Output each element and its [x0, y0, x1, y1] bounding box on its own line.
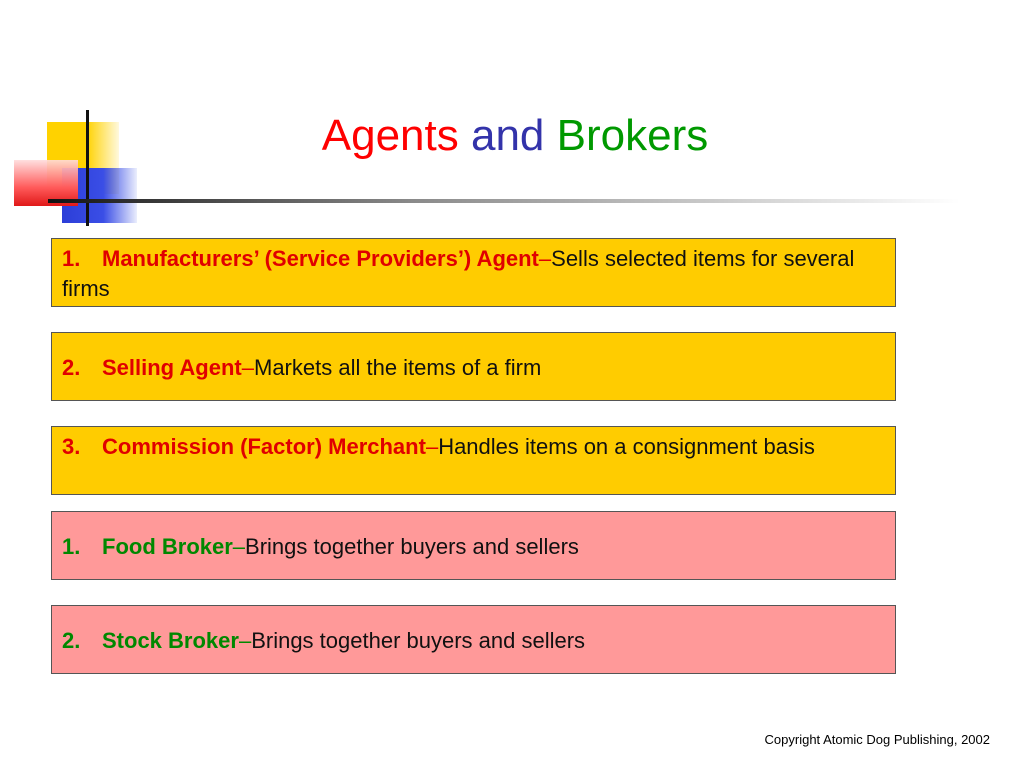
agent-box-manufacturers: 1. Manufacturers’ (Service Providers’) Ag…: [51, 238, 896, 307]
item-dash: –: [425, 434, 439, 459]
item-term: Commission (Factor) Merchant: [102, 434, 426, 459]
broker-box-stock-broker: 2. Stock Broker–Brings together buyers an…: [51, 605, 896, 674]
item-description: Sells selected items for several firms: [62, 246, 855, 301]
item-term: Selling Agent: [102, 355, 242, 380]
item-description: Brings together buyers and sellers: [245, 534, 579, 559]
title-word-and: and: [470, 111, 545, 160]
agent-box-commission-merchant: 3. Commission (Factor) Merchant–Handles i…: [51, 426, 896, 495]
item-dash: –: [241, 355, 254, 380]
agent-box-selling-agent: 2. Selling Agent–Markets all the items of…: [51, 332, 896, 401]
item-description: Brings together buyers and sellers: [251, 628, 586, 653]
vertical-rule: [86, 110, 89, 226]
slide-logo-decoration: [0, 0, 150, 240]
slide-title: Agents and Brokers: [0, 108, 1000, 164]
title-underline-rule: [48, 199, 960, 203]
item-dash: –: [538, 246, 552, 271]
item-number: 1.: [62, 534, 81, 559]
broker-box-food-broker: 1. Food Broker–Brings together buyers and…: [51, 511, 896, 580]
item-number: 2.: [62, 628, 81, 653]
item-term: Stock Broker: [102, 628, 239, 653]
item-number: 1.: [62, 246, 81, 271]
title-word-brokers: Brokers: [556, 111, 709, 160]
item-number: 3.: [62, 434, 81, 459]
item-term: Food Broker: [102, 534, 233, 559]
red-square-decoration: [14, 160, 78, 206]
item-number: 2.: [62, 355, 81, 380]
item-dash: –: [232, 534, 246, 559]
item-description: Markets all the items of a firm: [254, 355, 542, 380]
item-dash: –: [238, 628, 252, 653]
item-description: Handles items on a consignment basis: [438, 434, 815, 459]
item-term: Manufacturers’ (Service Providers’) Agen…: [102, 246, 539, 271]
copyright-footer: Copyright Atomic Dog Publishing, 2002: [764, 732, 990, 747]
title-word-agents: Agents: [321, 111, 459, 160]
